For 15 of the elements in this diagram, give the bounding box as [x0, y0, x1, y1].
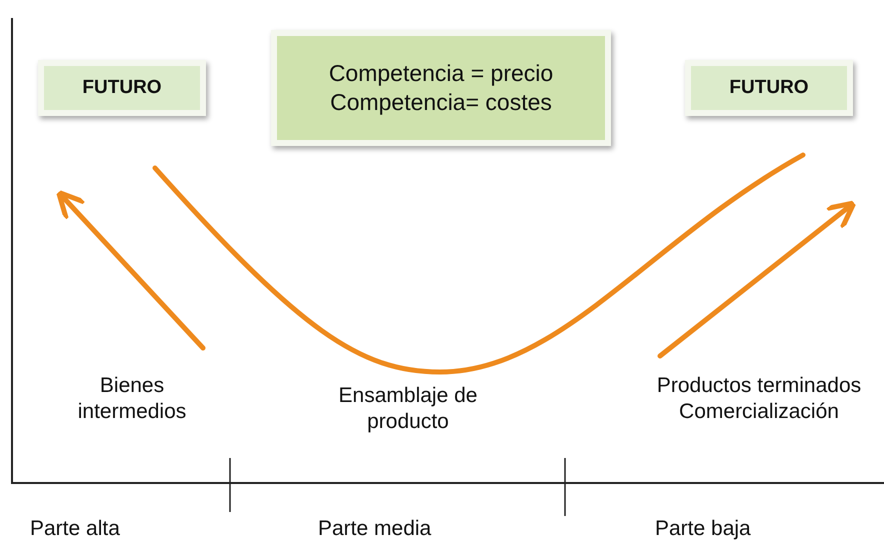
label-box [685, 60, 853, 116]
label-box [38, 60, 206, 116]
statement-text: Competencia= costes [330, 88, 552, 117]
statement-text: Competencia = precio [328, 59, 554, 88]
axis-section-label: Parte alta [30, 516, 120, 542]
stage-label: Bienes intermedios [62, 373, 202, 429]
axis-section-label: Parte media [318, 516, 432, 542]
arrow [658, 200, 856, 358]
arrow [56, 190, 206, 350]
stage-label: Productos terminados Comercialización [628, 373, 884, 429]
stage-label: Ensamblaje de producto [310, 383, 506, 439]
box-label: FUTURO [82, 76, 162, 100]
statement-box [271, 30, 611, 146]
axis-section-label: Parte baja [655, 516, 751, 542]
box-label: FUTURO [729, 76, 809, 100]
